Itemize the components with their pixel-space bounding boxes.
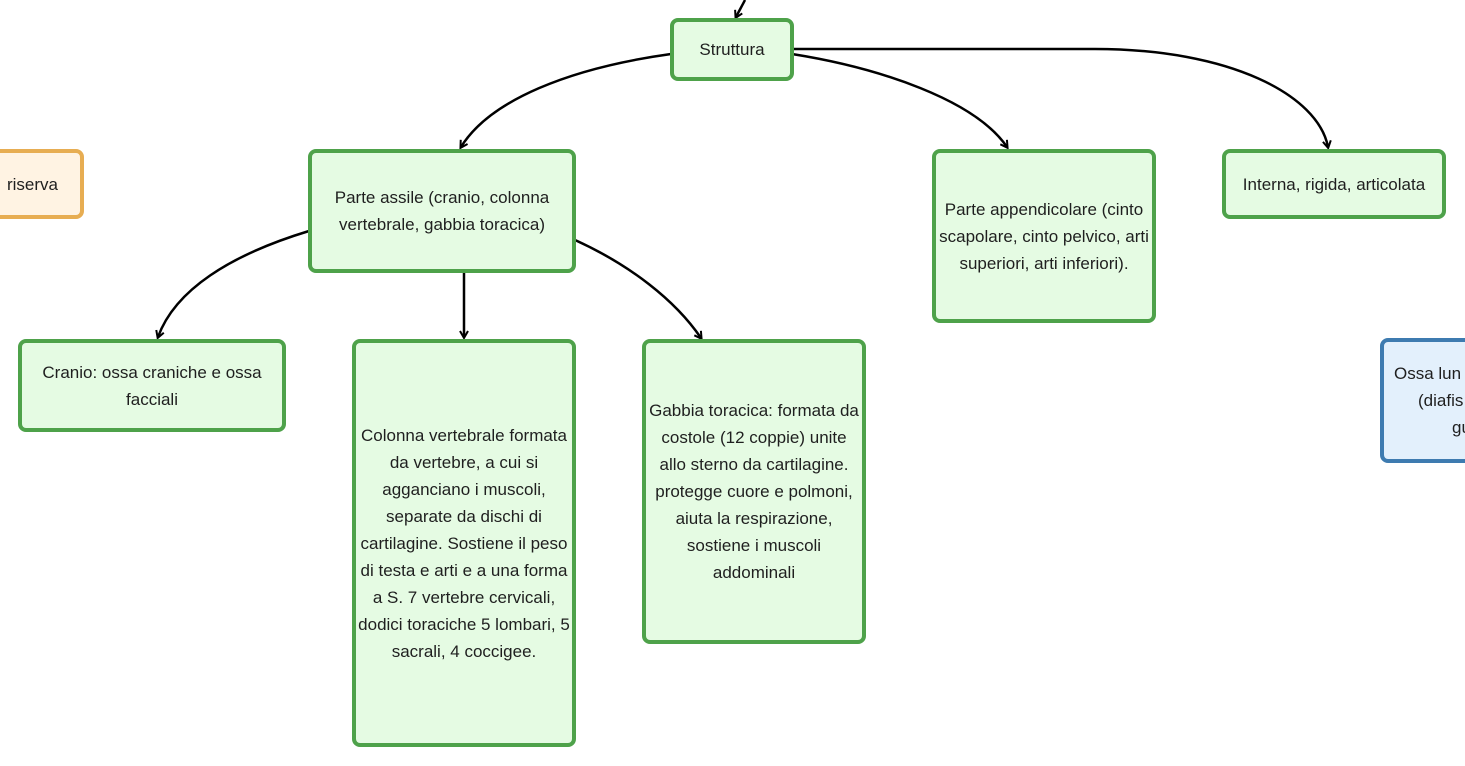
node-spine[interactable]: Colonna vertebrale formata da vertebre, … (352, 339, 576, 747)
node-axial-label: Parte assile (cranio, colonna vertebrale… (334, 188, 550, 234)
node-root[interactable]: Struttura (670, 18, 794, 81)
node-left-partial-label: riserva (6, 174, 58, 194)
node-left-partial[interactable]: riserva (0, 149, 84, 219)
node-ribcage[interactable]: Gabbia toracica: formata da costole (12 … (642, 339, 866, 644)
node-ribcage-label: Gabbia toracica: formata da costole (12 … (649, 401, 859, 582)
node-internal[interactable]: Interna, rigida, articolata (1222, 149, 1446, 219)
node-root-label: Struttura (699, 40, 765, 59)
edge-root-to-internal (792, 47, 1328, 147)
node-skull-label: Cranio: ossa craniche e ossa facciali (42, 362, 262, 409)
edge-incoming-to-root (736, 0, 747, 17)
node-right-partial-text: Ossa lun (diafis gu (1392, 360, 1465, 441)
node-internal-label: Interna, rigida, articolata (1242, 174, 1426, 194)
node-appendicular[interactable]: Parte appendicolare (cinto scapolare, ci… (932, 149, 1156, 323)
node-axial[interactable]: Parte assile (cranio, colonna vertebrale… (308, 149, 576, 273)
node-spine-label: Colonna vertebrale formata da vertebre, … (358, 425, 570, 661)
edge-axial-to-ribcage (574, 238, 701, 338)
edge-root-to-appendicular (791, 52, 1007, 147)
node-right-partial-line2: (diafis (1418, 391, 1464, 410)
edge-axial-to-skull (158, 229, 310, 337)
node-appendicular-label: Parte appendicolare (cinto scapolare, ci… (939, 199, 1149, 273)
edge-root-to-axial (461, 52, 672, 147)
node-right-partial-line3: gu (1452, 418, 1465, 437)
node-skull[interactable]: Cranio: ossa craniche e ossa facciali (18, 339, 286, 432)
node-right-partial[interactable]: Ossa lun (diafis gu (1380, 338, 1465, 463)
node-right-partial-line1: Ossa lun (1394, 364, 1462, 383)
